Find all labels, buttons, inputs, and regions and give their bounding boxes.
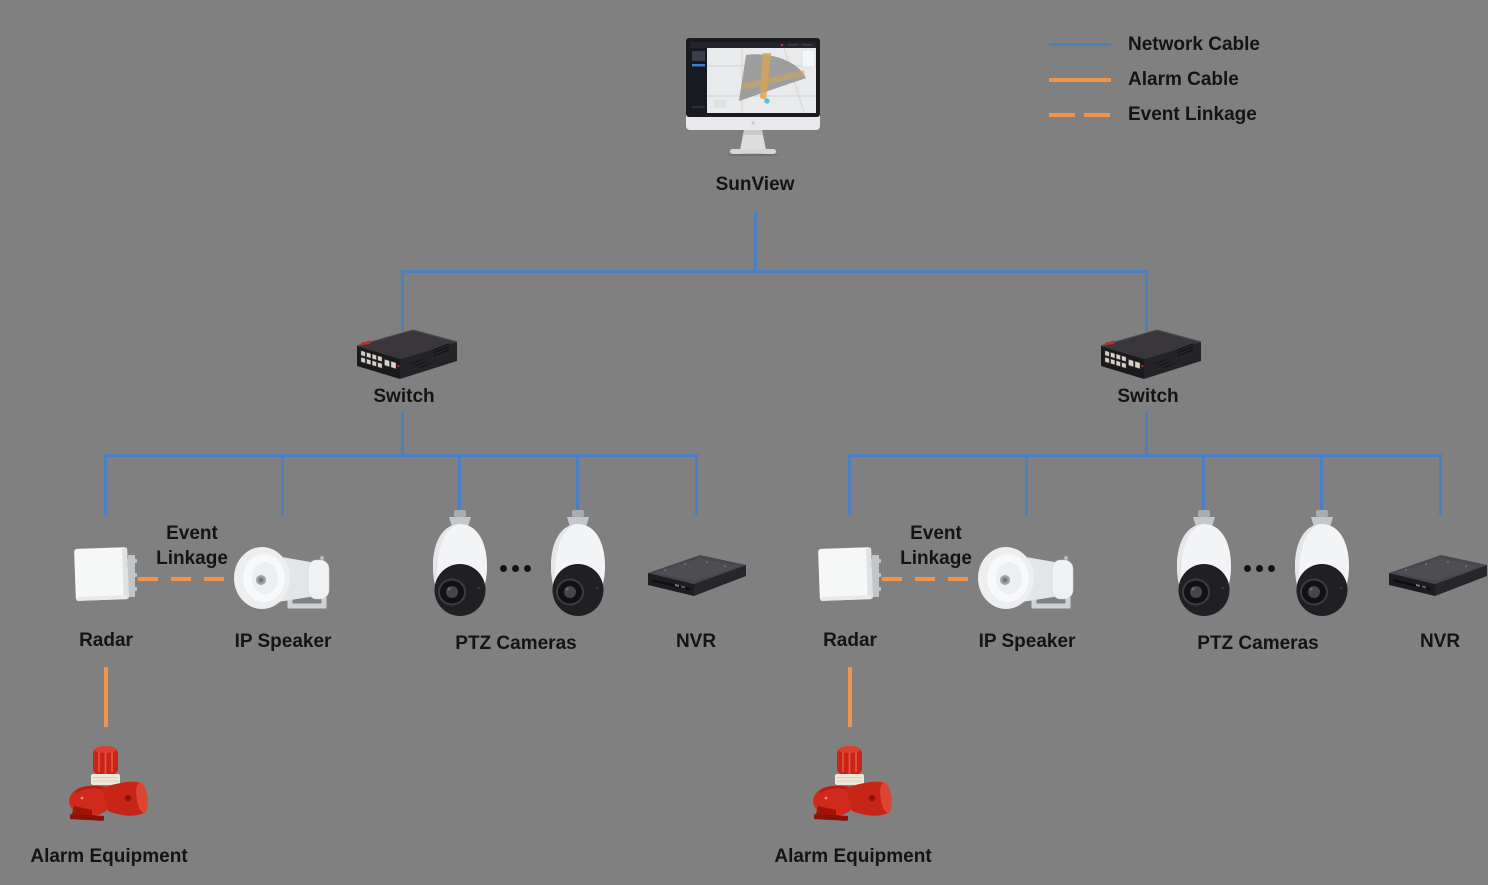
- switch-2-image: [1089, 326, 1204, 382]
- ptz-cameras-1-label: PTZ Cameras: [455, 633, 577, 654]
- legend-label-network-cable: Network Cable: [1128, 33, 1260, 55]
- nvr-1-label: NVR: [675, 631, 717, 652]
- ptz-camera-1b-image: [547, 510, 609, 618]
- event-linkage-label-1: Event Linkage: [156, 521, 228, 571]
- event-linkage-dash-group-1: [138, 577, 235, 581]
- legend-label-event-linkage: Event Linkage: [1128, 103, 1257, 125]
- nvr-1-image: [645, 552, 749, 598]
- ptz-cameras-2-label: PTZ Cameras: [1197, 633, 1319, 654]
- alarm-equipment-1-label: Alarm Equipment: [30, 846, 188, 867]
- event-linkage-label-2: Event Linkage: [900, 521, 972, 571]
- sunview-label: SunView: [715, 174, 795, 195]
- nvr-2-label: NVR: [1419, 631, 1461, 652]
- nvr-2-image: [1386, 552, 1488, 598]
- radar-2-image: [816, 545, 886, 607]
- network-cable-sunview-drop: [754, 212, 757, 272]
- ip-speaker-2-image: [976, 544, 1081, 617]
- network-cable-drop-speaker-2: [1025, 457, 1028, 515]
- event-linkage-label-1-line2: Linkage: [156, 548, 228, 569]
- ptz-camera-2b-image: [1291, 510, 1353, 618]
- radar-1-label: Radar: [79, 630, 133, 651]
- network-cable-drop-camera-2b: [1320, 457, 1323, 513]
- alarm-cable-line-swatch: [1049, 77, 1111, 82]
- network-cable-line-swatch: [1049, 43, 1111, 46]
- network-cable-switch1-down: [401, 412, 404, 456]
- legend-label-alarm-cable: Alarm Cable: [1128, 68, 1239, 90]
- event-linkage-line-swatch: [1049, 112, 1111, 117]
- ptz-camera-2a-image: [1173, 510, 1235, 618]
- legend-row-event-linkage: Event Linkage: [1049, 103, 1260, 126]
- event-linkage-dash-group-2: [882, 577, 979, 581]
- legend-row-network-cable: Network Cable: [1049, 33, 1260, 56]
- network-cable-drop-camera-1a: [458, 457, 461, 513]
- radar-1-image: [72, 545, 142, 607]
- alarm-equipment-2-label: Alarm Equipment: [774, 846, 932, 867]
- legend: Network Cable Alarm Cable Event Linkage: [1049, 33, 1260, 138]
- network-cable-drop-camera-2a: [1202, 457, 1205, 513]
- ip-speaker-1-label: IP Speaker: [234, 631, 332, 652]
- network-cable-bus-group-1: [104, 454, 698, 457]
- event-linkage-label-1-line1: Event: [166, 523, 218, 544]
- network-cable-drop-speaker-1: [281, 457, 284, 515]
- alarm-cable-radar1-to-alarm: [104, 667, 108, 727]
- switch-1-image: [345, 326, 460, 382]
- more-cameras-ellipsis-icon-2: [1244, 565, 1275, 572]
- event-linkage-label-2-line1: Event: [910, 523, 962, 544]
- network-cable-drop-switch-2: [1145, 273, 1148, 331]
- network-cable-drop-radar-1: [104, 457, 107, 515]
- legend-row-alarm-cable: Alarm Cable: [1049, 68, 1260, 91]
- alarm-cable-radar2-to-alarm: [848, 667, 852, 727]
- network-cable-top-bus: [401, 270, 1148, 273]
- sunview-workstation-image: [684, 38, 824, 156]
- network-cable-drop-switch-1: [401, 273, 404, 331]
- network-cable-switch2-down: [1145, 412, 1148, 456]
- network-cable-bus-group-2: [848, 454, 1442, 457]
- switch-2-label: Switch: [1117, 386, 1179, 407]
- network-cable-drop-camera-1b: [576, 457, 579, 513]
- ip-speaker-2-label: IP Speaker: [978, 631, 1076, 652]
- ptz-camera-1a-image: [429, 510, 491, 618]
- alarm-equipment-2-image: [806, 744, 901, 832]
- network-cable-drop-radar-2: [848, 457, 851, 515]
- network-cable-drop-nvr-1: [695, 457, 698, 515]
- more-cameras-ellipsis-icon-1: [500, 565, 531, 572]
- event-linkage-label-2-line2: Linkage: [900, 548, 972, 569]
- ip-speaker-1-image: [232, 544, 337, 617]
- switch-1-label: Switch: [373, 386, 435, 407]
- radar-2-label: Radar: [823, 630, 877, 651]
- alarm-equipment-1-image: [62, 744, 157, 832]
- network-cable-drop-nvr-2: [1439, 457, 1442, 515]
